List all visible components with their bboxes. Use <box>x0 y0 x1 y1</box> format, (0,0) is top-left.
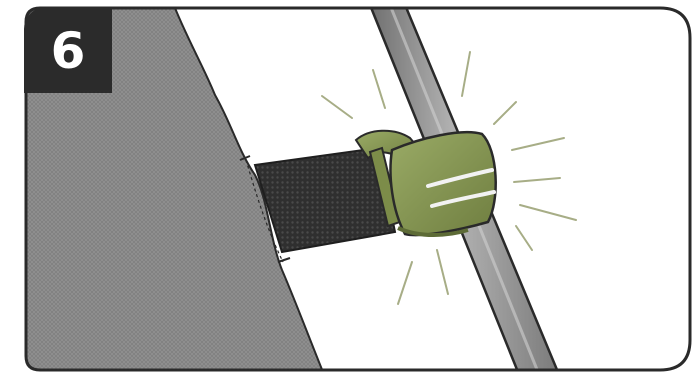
step-badge: 6 <box>24 7 112 93</box>
step-number: 6 <box>51 26 86 76</box>
